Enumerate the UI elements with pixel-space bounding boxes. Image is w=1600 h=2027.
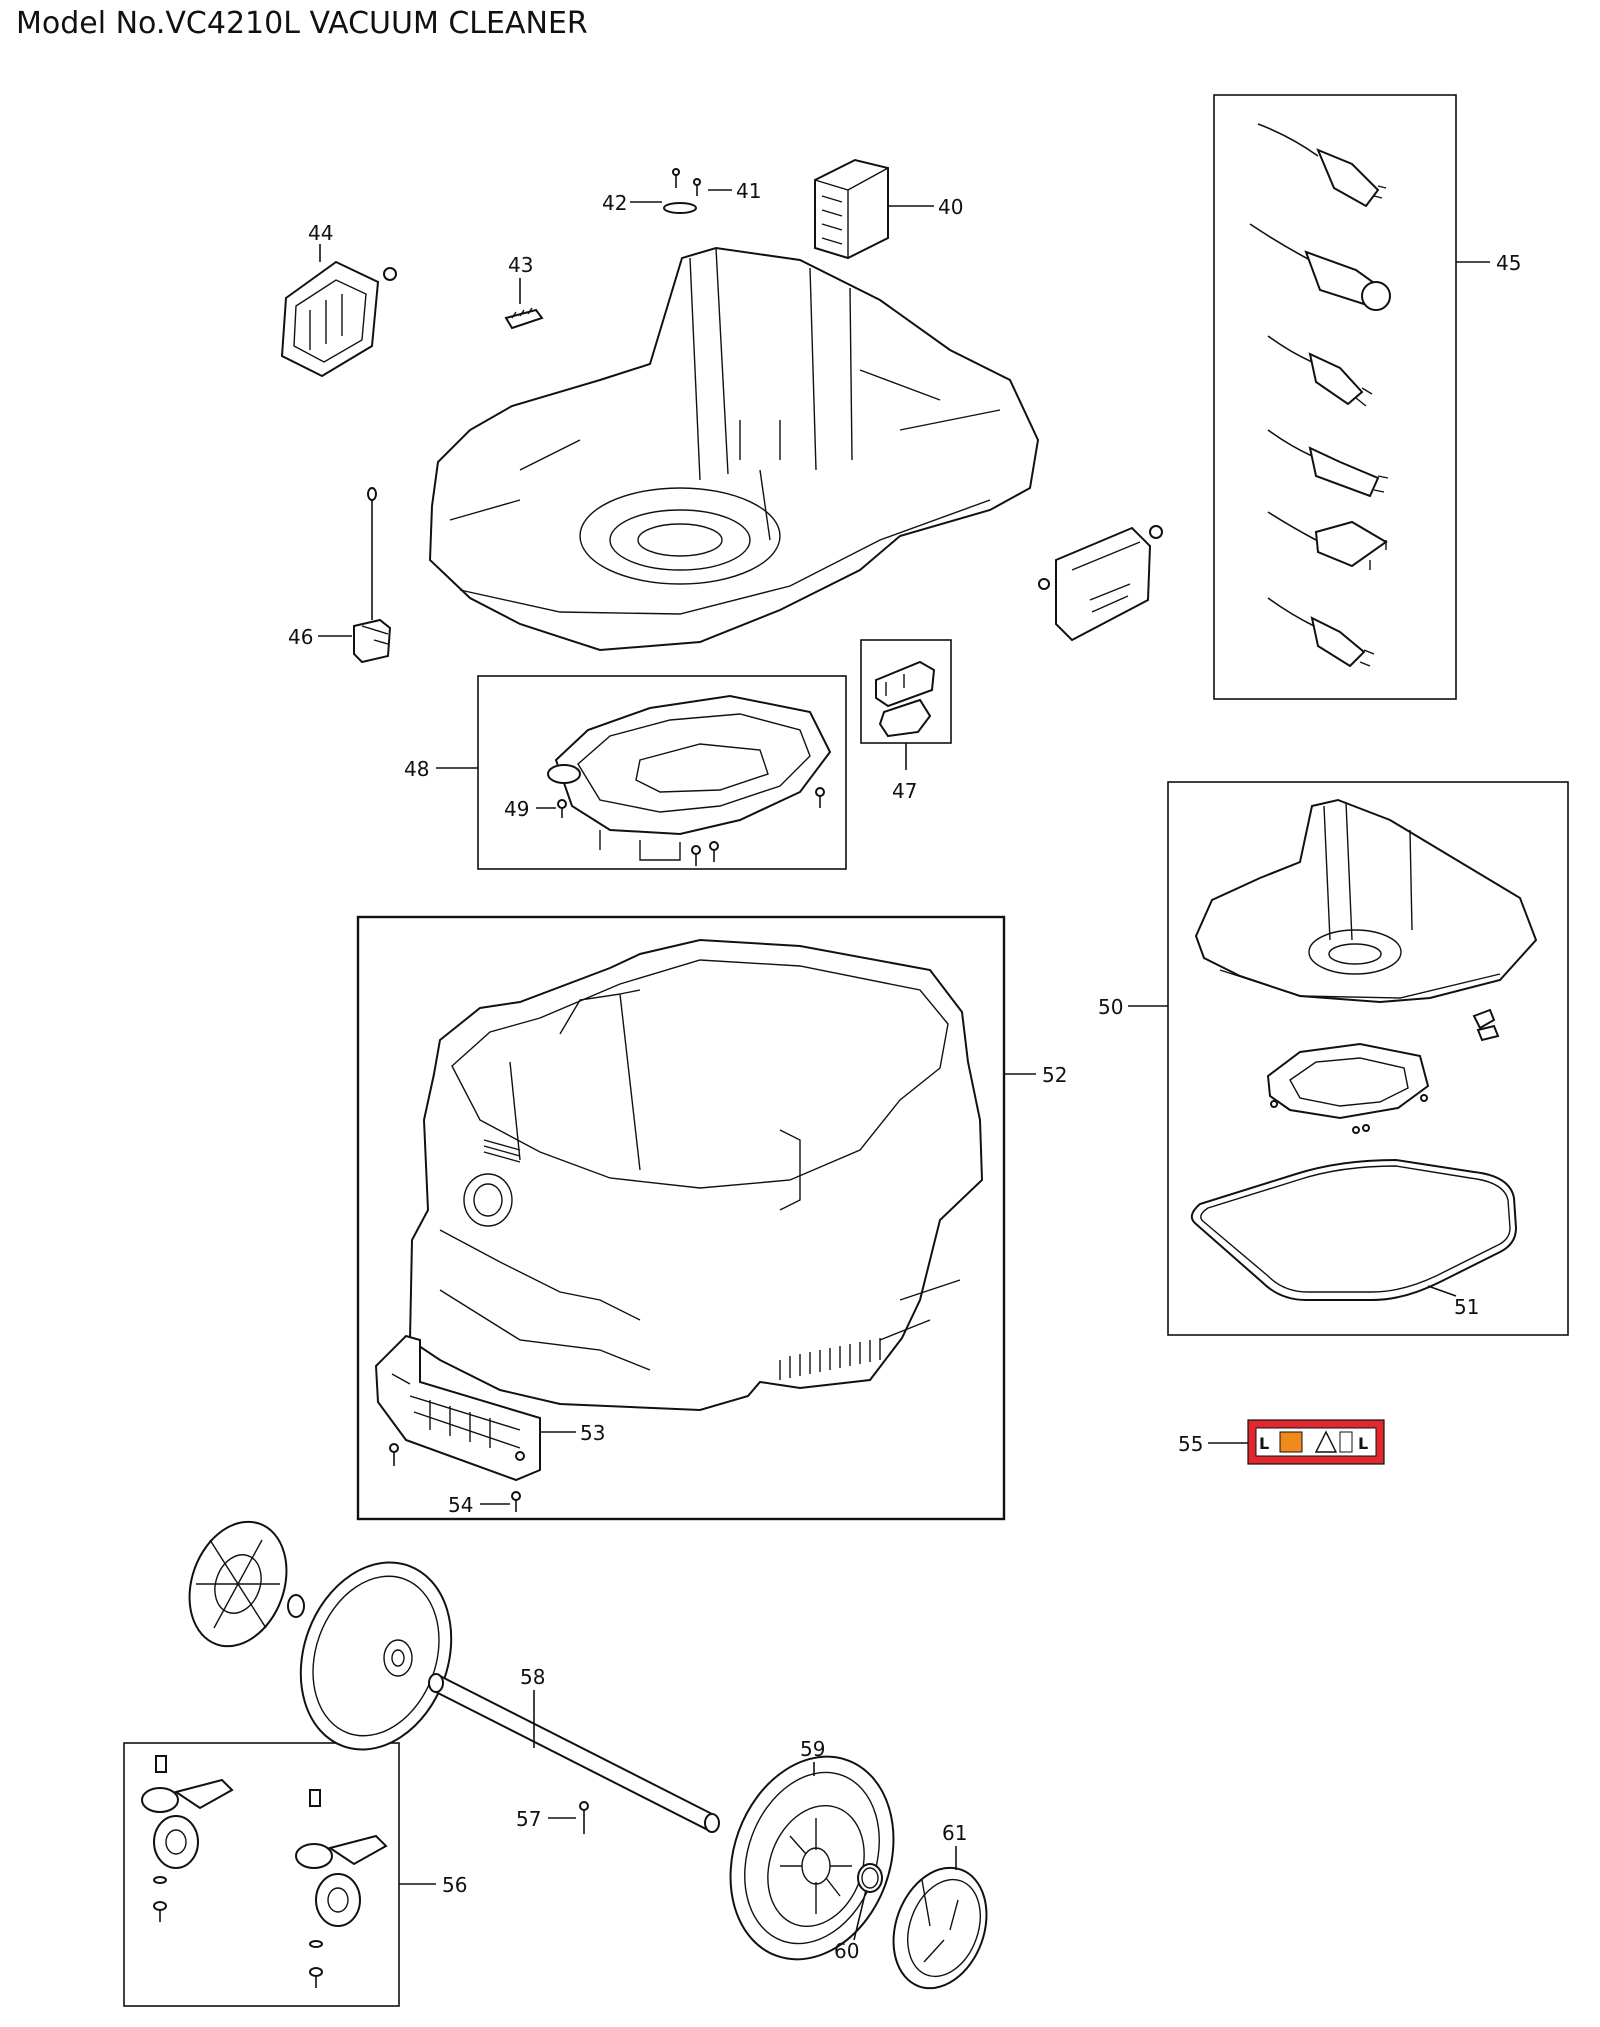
right-wheel-part [729, 1755, 895, 1961]
label-plate-right-text: L [1358, 1434, 1368, 1453]
part-number-51: 51 [1454, 1295, 1479, 1319]
part-number-54: 54 [448, 1493, 473, 1517]
axle-pin-part [579, 1801, 589, 1834]
upper-assembly-mini-part [1194, 798, 1538, 1134]
lid-screws-part [557, 787, 825, 866]
latch-part [875, 660, 936, 738]
part-number-42: 42 [602, 191, 627, 215]
part-number-52: 52 [1042, 1063, 1067, 1087]
part-number-45: 45 [1496, 251, 1521, 275]
tank-part [408, 938, 984, 1412]
part-number-53: 53 [580, 1421, 605, 1445]
left-wheel-part [188, 1520, 453, 1751]
part-number-58: 58 [520, 1665, 545, 1689]
tank-lid-part [547, 694, 832, 861]
warning-label-part [1247, 1419, 1385, 1465]
small-clip-part [504, 307, 544, 330]
tank-screws-part [389, 1443, 521, 1512]
part-number-46: 46 [288, 625, 313, 649]
part-number-50: 50 [1098, 995, 1123, 1019]
caster-wheels-part [141, 1755, 388, 1988]
switch-cover-part [1038, 525, 1163, 642]
upper-housing-part [428, 246, 1040, 652]
axle-part [428, 1673, 720, 1833]
plug-variants-part [1249, 123, 1391, 668]
part-number-57: 57 [516, 1807, 541, 1831]
tank-lid-box [477, 675, 847, 870]
part-number-59: 59 [800, 1737, 825, 1761]
gasket-part [1190, 1158, 1518, 1301]
part-number-43: 43 [508, 253, 533, 277]
part-number-56: 56 [442, 1873, 467, 1897]
page-title: Model No.VC4210L VACUUM CLEANER [16, 6, 588, 41]
part-number-55: 55 [1178, 1432, 1203, 1456]
part-number-61: 61 [942, 1821, 967, 1845]
part-number-60: 60 [834, 1939, 859, 1963]
tank-box [356, 915, 1006, 1521]
front-panel-part [374, 1334, 541, 1482]
hubcap-part [892, 1866, 988, 1990]
retaining-ring-part [857, 1863, 883, 1893]
part-number-47: 47 [892, 779, 917, 803]
part-number-44: 44 [308, 221, 333, 245]
label-plate-left-text: L [1259, 1434, 1269, 1453]
leader-lines [318, 189, 1490, 1941]
upper-assembly-box [1167, 781, 1569, 1336]
part-number-40: 40 [938, 195, 963, 219]
part-number-49: 49 [504, 797, 529, 821]
caster-box [123, 1742, 400, 2007]
cord-clamp-part [353, 487, 392, 664]
screw-and-clip-parts [663, 168, 701, 214]
plug-variants-box [1213, 94, 1457, 700]
switch-bracket-part [280, 260, 397, 378]
part-number-41: 41 [736, 179, 761, 203]
part-number-48: 48 [404, 757, 429, 781]
filter-block-part [814, 158, 889, 260]
